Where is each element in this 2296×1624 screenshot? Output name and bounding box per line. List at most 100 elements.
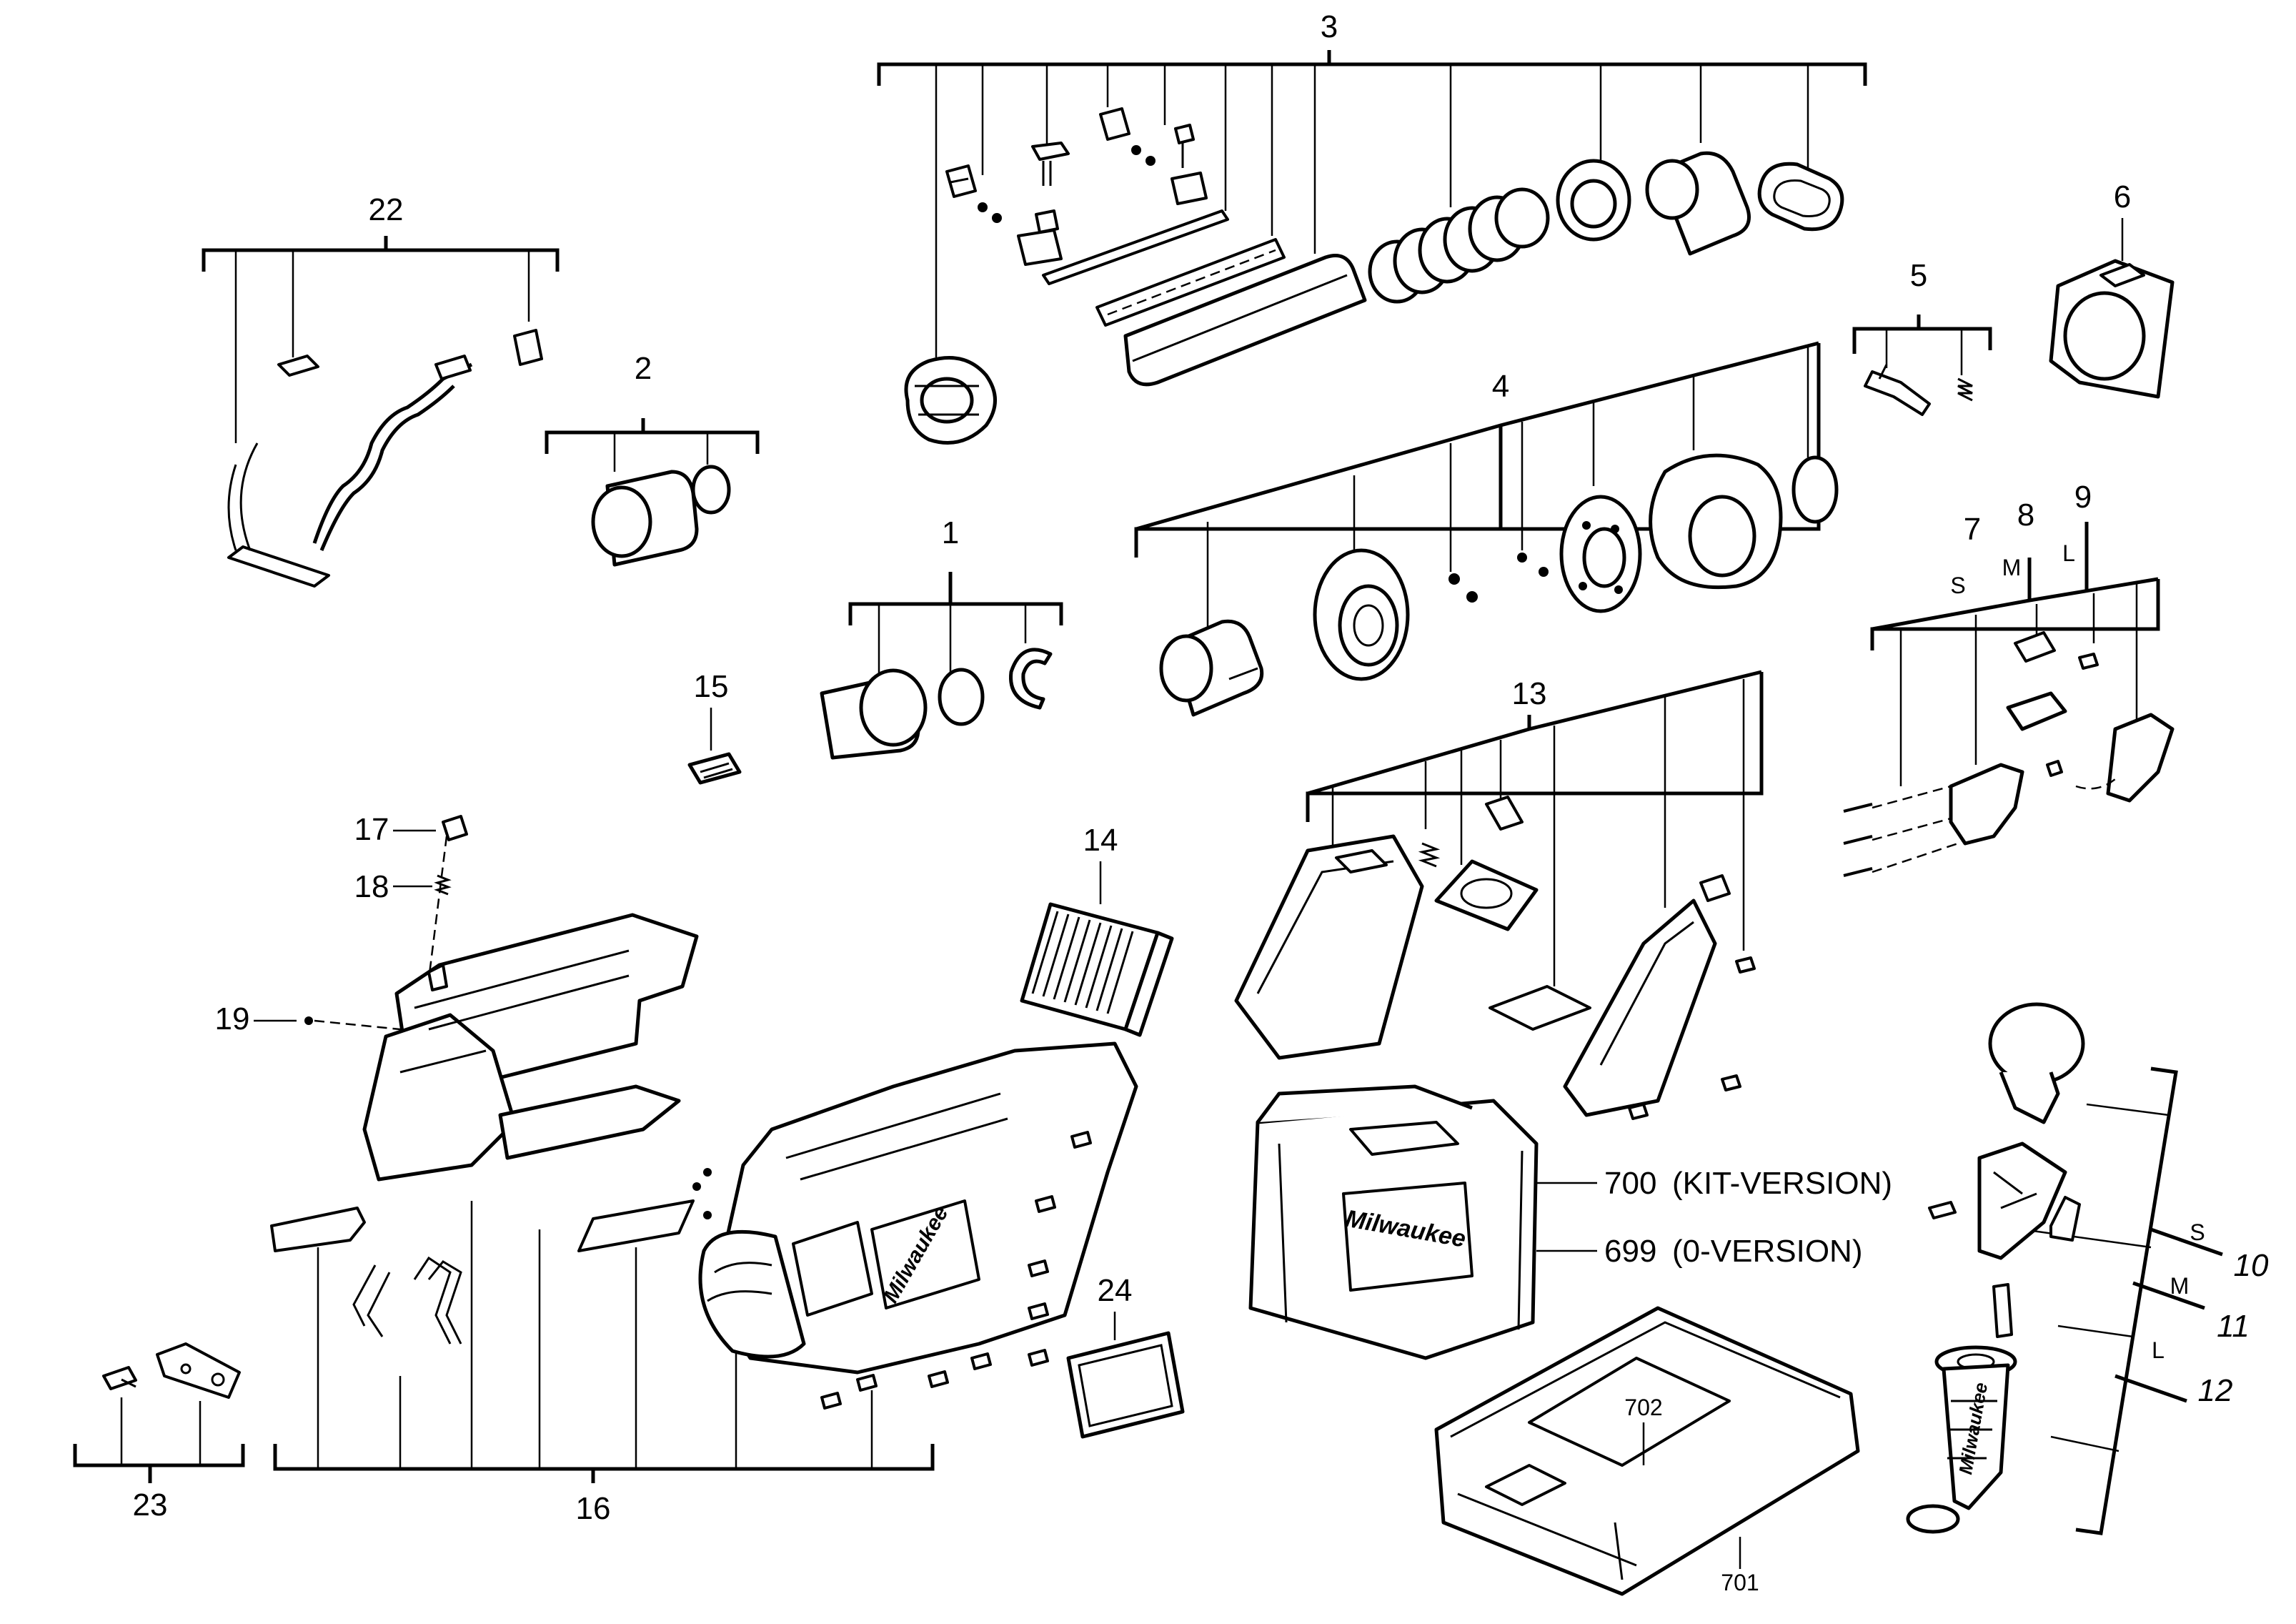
- part-17-button: [442, 815, 468, 841]
- label-9: 9: [2074, 480, 2092, 515]
- label-4: 4: [1492, 369, 1509, 404]
- part-5-lever: [1864, 364, 1931, 416]
- label-10: 10: [2234, 1248, 2269, 1283]
- part-701-storage-case: [1434, 1306, 1860, 1596]
- part-14-filter: [1020, 902, 1174, 1037]
- part-handle-rod: [1992, 1283, 2013, 1338]
- label-5: 5: [1910, 258, 1927, 293]
- label-19: 19: [215, 1001, 250, 1036]
- label-8: 8: [2017, 497, 2034, 533]
- group-4-bracket: [1134, 341, 1821, 629]
- part-3-latch-a: [945, 164, 1002, 223]
- part-handle-clamp-band: [1988, 1002, 2085, 1124]
- part-3-button-a: [1017, 142, 1070, 266]
- group-22-bracket: [202, 236, 560, 443]
- part-3-collar: [1556, 159, 1631, 242]
- part-2-o-ring: [691, 465, 731, 515]
- part-3-bellows: [1368, 187, 1550, 304]
- label-702: 702: [1624, 1395, 1662, 1420]
- part-4-impeller: [1559, 495, 1642, 613]
- part-16-housing-right: Milwaukee: [698, 1041, 1138, 1375]
- label-18: 18: [354, 869, 389, 904]
- size-label-s: S: [2190, 1219, 2205, 1245]
- group-1-bracket: [848, 572, 1063, 675]
- label-22: 22: [369, 192, 404, 227]
- part-24-gasket: [1066, 1331, 1185, 1439]
- part-6-clamp: [2049, 259, 2175, 399]
- size-label-l-top: L: [2062, 540, 2075, 566]
- part-handle-clamp: [1928, 1142, 2067, 1260]
- label-701: 701: [1721, 1570, 1759, 1595]
- group-7-8-9-bracket: [1870, 522, 2160, 786]
- part-16-clip-spring: [352, 1256, 462, 1345]
- part-15-slider: [687, 752, 742, 785]
- part-8-trigger-m: [2006, 631, 2067, 777]
- part-5-spring: [1957, 377, 1973, 402]
- part-3-nozzle: [1645, 151, 1751, 256]
- part-16-screws: [692, 1131, 1092, 1410]
- part-19-screw: [304, 1016, 313, 1025]
- group-23-bracket: [73, 1397, 245, 1483]
- part-3-strip-thin: [1042, 209, 1229, 285]
- label-6: 6: [2114, 179, 2131, 214]
- group-13-bracket: [1306, 670, 1764, 986]
- part-4-motor: [1159, 619, 1264, 717]
- part-3-adapter: [904, 356, 997, 445]
- part-16-plate: [270, 1207, 366, 1252]
- label-700: 700: [1604, 1166, 1656, 1201]
- label-14: 14: [1083, 823, 1118, 858]
- label-15: 15: [694, 669, 729, 704]
- label-16: 16: [576, 1491, 611, 1526]
- label-12: 12: [2198, 1373, 2233, 1408]
- group-10-12-bracket: [2022, 1066, 2223, 1535]
- part-4-fan-housing: [1313, 548, 1410, 681]
- label-13: 13: [1512, 676, 1547, 711]
- part-3-strip-perforated: [1095, 238, 1286, 327]
- part-13-screws: [1628, 956, 1756, 1120]
- part-16-label-plate: [577, 1199, 695, 1252]
- part-3-tube-half: [1123, 254, 1367, 387]
- part-7-trigger-s: [1843, 763, 2024, 877]
- part-4-o-ring: [1791, 455, 1839, 524]
- size-label-l: L: [2152, 1337, 2165, 1363]
- label-699: 699: [1604, 1234, 1656, 1269]
- size-label-s-top: S: [1950, 573, 1965, 598]
- part-13-dust-box-right: [1563, 874, 1731, 1117]
- part-3-seal-ring: [1757, 162, 1844, 232]
- part-1-circlip: [1009, 648, 1053, 710]
- part-13-dust-box-left: [1234, 834, 1424, 1060]
- label-2: 2: [635, 351, 652, 386]
- part-1-housing: [820, 668, 928, 760]
- part-13-clip: [1485, 796, 1524, 831]
- label-17: 17: [354, 812, 389, 847]
- part-2-cap: [591, 470, 699, 567]
- group-5-bracket: [1852, 315, 1992, 375]
- label-3: 3: [1321, 9, 1338, 44]
- size-label-m: M: [2170, 1273, 2190, 1299]
- part-23-screw: [102, 1366, 137, 1390]
- part-16-housing-left: [362, 913, 699, 1182]
- label-11: 11: [2217, 1309, 2250, 1344]
- label-23: 23: [133, 1487, 168, 1522]
- part-4-fan-cover: [1649, 453, 1783, 590]
- label-kit-version: (KIT-VERSION): [1672, 1166, 1892, 1201]
- group-3-bracket: [877, 50, 1867, 357]
- part-13-filter-holder: [1434, 859, 1539, 931]
- part-23-bracket-plate: [156, 1342, 241, 1399]
- part-700-carry-case: Milwaukee: [1248, 1084, 1539, 1360]
- part-1-ring: [938, 668, 985, 726]
- part-3-latch-b: [1099, 107, 1156, 166]
- part-13-spring: [1418, 842, 1441, 868]
- size-label-m-top: M: [2002, 555, 2022, 580]
- label-1: 1: [942, 515, 959, 550]
- group-2-bracket: [545, 418, 760, 472]
- label-24: 24: [1098, 1273, 1133, 1308]
- part-13-label: [1489, 985, 1591, 1031]
- part-handle-label: [2049, 1196, 2081, 1242]
- part-22-wiring-harness: [227, 329, 543, 588]
- part-side-handle: Milwaukee: [1906, 1345, 2017, 1534]
- part-4-small-parts: [1448, 553, 1549, 603]
- label-7: 7: [1964, 512, 1981, 547]
- part-3-button-b: [1171, 124, 1208, 205]
